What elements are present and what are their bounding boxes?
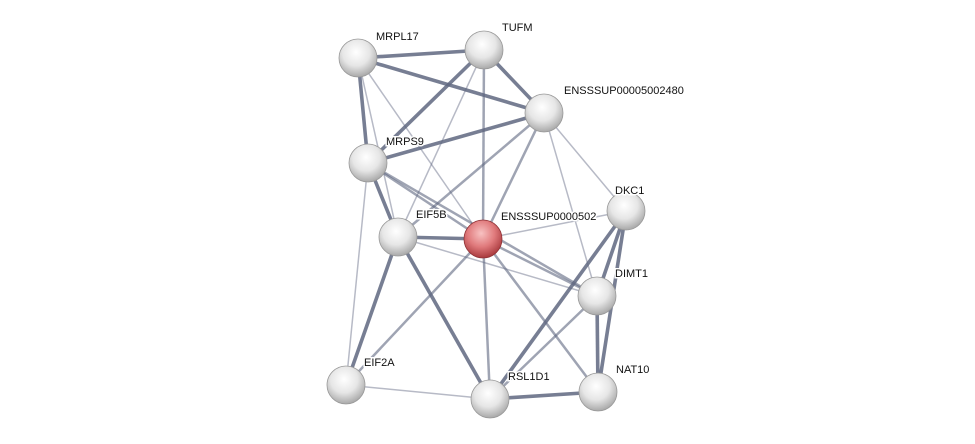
node-eif2a[interactable]: EIF2A bbox=[326, 356, 397, 405]
node-sphere[interactable] bbox=[348, 143, 388, 183]
node-label: ENSSSUP00005002480 bbox=[564, 85, 684, 97]
node-eif5b[interactable]: EIF5B bbox=[378, 208, 448, 257]
edge-eif5b-dimt1[interactable] bbox=[397, 236, 598, 297]
node-nat10[interactable]: NAT10 bbox=[578, 363, 651, 412]
node-label: EIF2A bbox=[364, 357, 395, 369]
node-e2480[interactable]: ENSSSUP00005002480 bbox=[524, 84, 685, 133]
node-sphere[interactable] bbox=[470, 379, 510, 419]
edge-eif2a-rsl1d1[interactable] bbox=[345, 384, 491, 400]
edge-e2480-eif5b[interactable] bbox=[397, 112, 545, 238]
node-label: MRPL17 bbox=[376, 31, 419, 43]
edge-mrps9-eif2a[interactable] bbox=[345, 162, 369, 386]
node-tufm[interactable]: TUFM bbox=[464, 21, 534, 70]
node-label: NAT10 bbox=[616, 364, 649, 376]
node-label: EIF5B bbox=[416, 209, 447, 221]
node-rsl1d1[interactable]: RSL1D1 bbox=[470, 370, 551, 419]
node-sphere[interactable] bbox=[606, 191, 646, 231]
edge-mrpl17-e2480[interactable] bbox=[357, 56, 545, 115]
node-mrpl17[interactable]: MRPL17 bbox=[338, 30, 420, 78]
node-dimt1[interactable]: DIMT1 bbox=[577, 267, 650, 316]
edge-mrps9-center[interactable] bbox=[367, 161, 484, 241]
node-sphere[interactable] bbox=[464, 30, 504, 70]
node-label: TUFM bbox=[502, 22, 533, 34]
node-label: RSL1D1 bbox=[508, 371, 550, 383]
node-sphere[interactable] bbox=[326, 365, 366, 405]
node-mrps9[interactable]: MRPS9 bbox=[348, 135, 425, 183]
node-label: ENSSSUP0000502 bbox=[501, 211, 596, 223]
node-label: DKC1 bbox=[615, 185, 644, 197]
node-center[interactable]: ENSSSUP0000502 bbox=[463, 210, 598, 259]
edge-eif5b-eif2a[interactable] bbox=[344, 236, 400, 386]
edge-center-nat10[interactable] bbox=[482, 238, 599, 393]
edge-eif5b-rsl1d1[interactable] bbox=[396, 236, 492, 400]
node-label: MRPS9 bbox=[386, 136, 424, 148]
edge-mrpl17-tufm[interactable] bbox=[357, 48, 485, 60]
node-dkc1[interactable]: DKC1 bbox=[606, 184, 646, 231]
node-sphere[interactable] bbox=[524, 93, 564, 133]
edge-center-rsl1d1[interactable] bbox=[481, 238, 492, 400]
edge-e2480-center[interactable] bbox=[481, 112, 546, 240]
node-sphere[interactable] bbox=[378, 217, 418, 257]
node-sphere[interactable] bbox=[463, 219, 503, 259]
node-sphere[interactable] bbox=[578, 372, 618, 412]
node-label: DIMT1 bbox=[615, 268, 648, 280]
edge-center-dimt1[interactable] bbox=[482, 237, 598, 298]
edge-center-dkc1[interactable] bbox=[482, 210, 627, 240]
edge-e2480-dkc1[interactable] bbox=[543, 112, 627, 212]
node-sphere[interactable] bbox=[338, 38, 378, 78]
edge-e2480-mrps9[interactable] bbox=[367, 111, 545, 165]
node-sphere[interactable] bbox=[577, 276, 617, 316]
edge-tufm-mrps9[interactable] bbox=[366, 48, 486, 165]
edge-dimt1-rsl1d1[interactable] bbox=[489, 295, 598, 400]
edge-dkc1-rsl1d1[interactable] bbox=[488, 209, 628, 401]
edge-center-eif2a[interactable] bbox=[345, 238, 484, 386]
edge-tufm-center[interactable] bbox=[481, 49, 486, 240]
